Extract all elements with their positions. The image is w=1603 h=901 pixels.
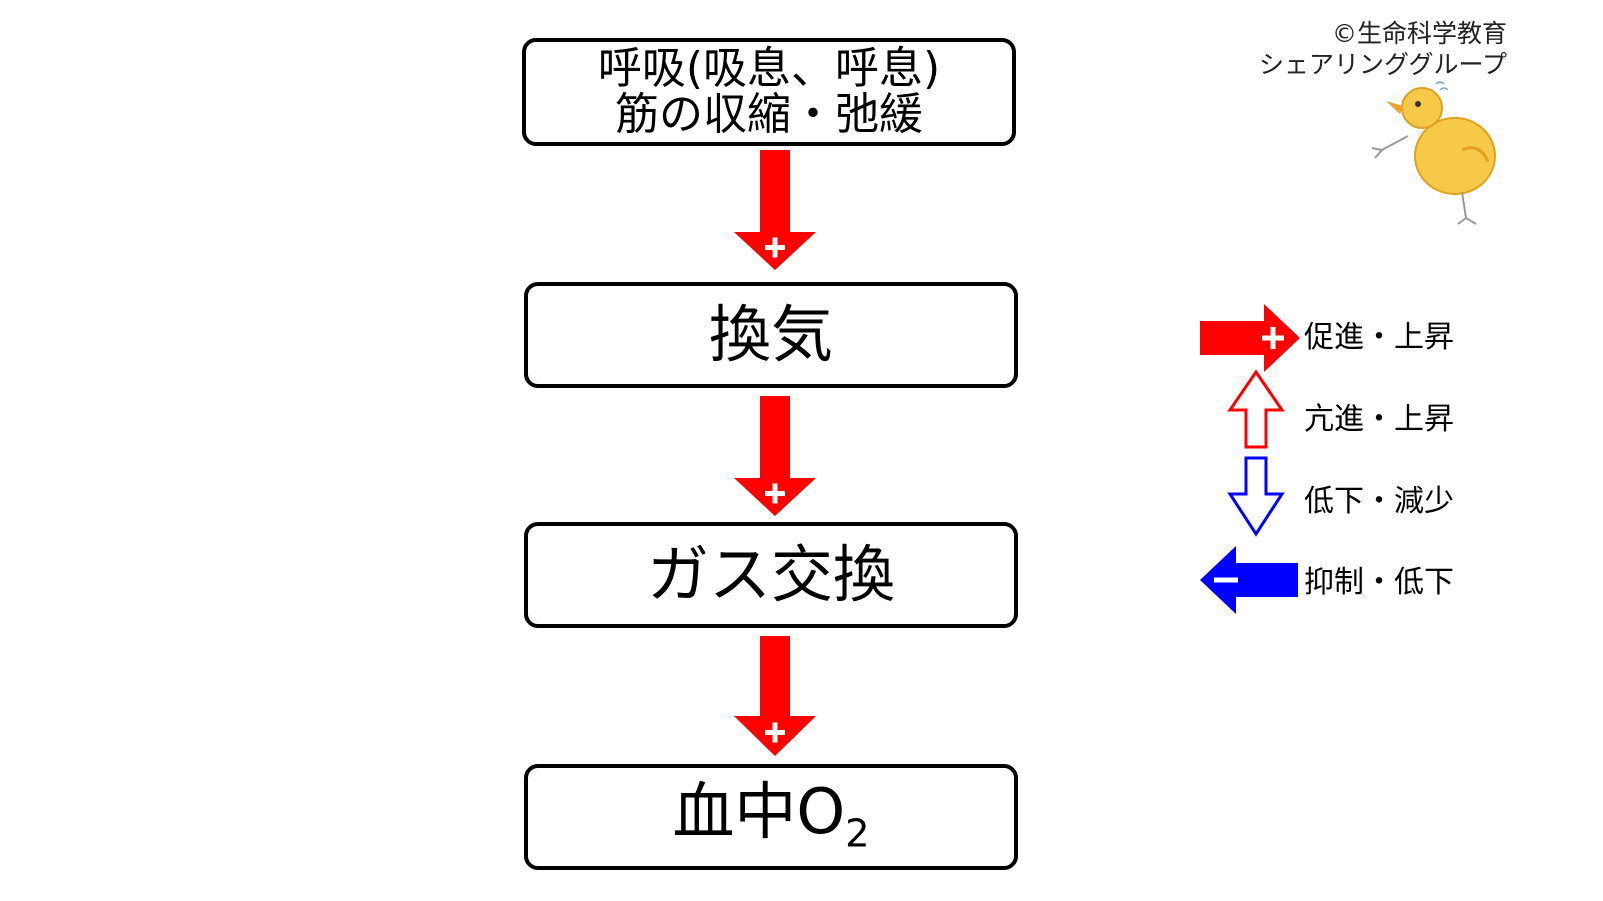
- node-blood-o2-main: 血中O: [672, 775, 846, 849]
- node-blood-o2-subscript: 2: [845, 811, 870, 857]
- legend-label-decrease: 低下・減少: [1304, 484, 1454, 519]
- copyright-line1: ©生命科学教育: [1331, 19, 1507, 48]
- copyright-text: ©生命科学教育 シェアリンググループ: [1259, 18, 1507, 80]
- node-ventilation-label: 換気: [708, 298, 833, 372]
- flow-arrow-1: [734, 150, 816, 270]
- legend-label-increase: 亢進・上昇: [1304, 402, 1454, 437]
- legend-decrease-icon: [1227, 456, 1285, 537]
- node-blood-o2: 血中O2: [524, 764, 1018, 870]
- minus-icon: [1214, 577, 1238, 583]
- node-respiration-line2: 筋の収縮・弛緩: [615, 89, 923, 140]
- copyright-line2: シェアリンググループ: [1258, 50, 1507, 79]
- node-blood-o2-label: 血中O2: [672, 779, 869, 855]
- node-ventilation: 換気: [524, 282, 1018, 388]
- legend-promote-icon: [1200, 304, 1300, 372]
- legend-label-suppress: 抑制・低下: [1304, 565, 1454, 600]
- duck-mascot-icon: [1371, 81, 1496, 225]
- flow-arrow-3: [734, 636, 816, 756]
- legend-increase-icon: [1227, 369, 1285, 449]
- flow-arrow-2: [734, 396, 816, 516]
- legend-label-promote: 促進・上昇: [1304, 320, 1454, 355]
- node-gas-exchange: ガス交換: [524, 522, 1018, 628]
- node-respiration: 呼吸(吸息、呼息) 筋の収縮・弛緩: [522, 38, 1016, 146]
- node-gas-exchange-label: ガス交換: [646, 538, 895, 612]
- legend-suppress-icon: [1200, 546, 1298, 614]
- node-respiration-line1: 呼吸(吸息、呼息): [597, 42, 941, 94]
